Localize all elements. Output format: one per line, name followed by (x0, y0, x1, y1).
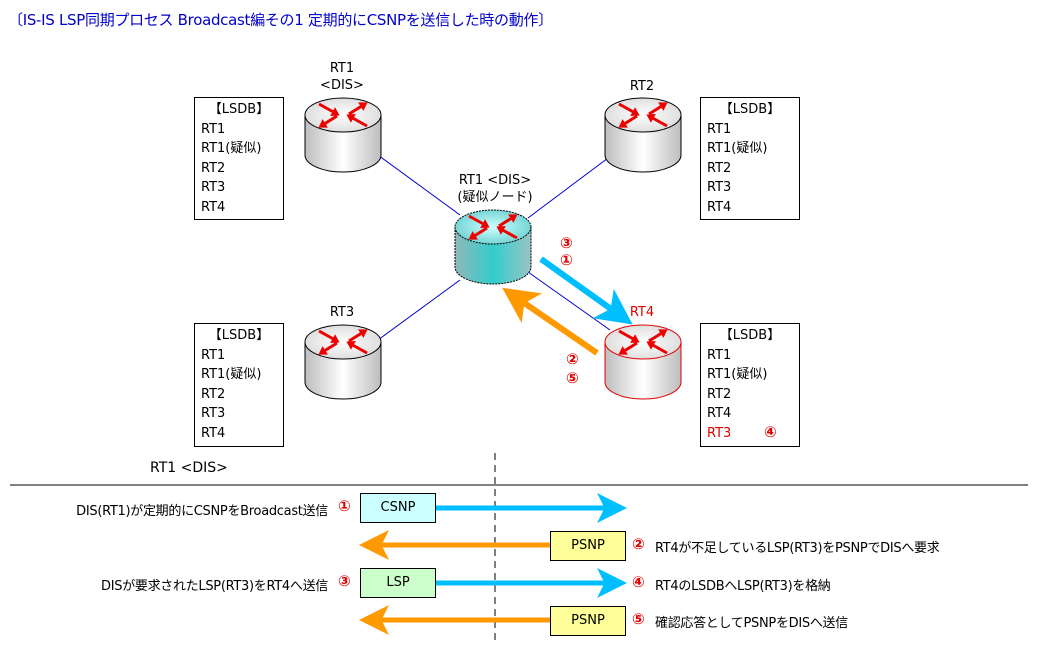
step-1-description: DIS(RT1)が定期的にCSNPをBroadcast送信 (76, 504, 328, 519)
router-top (604, 97, 682, 133)
lsdb-entry: RT1(疑似) (201, 367, 262, 382)
lsdb-entry: RT1 (707, 347, 732, 363)
lsdb-header: 【LSDB】 (719, 102, 781, 117)
psnp-ack-packet: PSNP (550, 606, 626, 636)
step-3-number: ③ (338, 572, 351, 590)
lsdb-new-entry: RT3 (707, 425, 732, 441)
step-4-number: ④ (632, 573, 645, 591)
psnp-request-packet: PSNP (550, 531, 626, 561)
diagram-title: 〔IS-IS LSP同期プロセス Broadcast編その1 定期的にCSNPを… (8, 11, 553, 29)
lsdb-entry: RT3 (707, 180, 732, 195)
step-3-marker: ③ (560, 234, 573, 252)
router-rt1-role: <DIS> (320, 78, 364, 93)
router-rt3-label: RT3 (329, 305, 355, 320)
router-rt1-name: RT1 (329, 61, 355, 76)
link-rt2-pseudo (527, 154, 613, 219)
lsdb-entry: RT4 (707, 406, 732, 421)
link-rt3-pseudo (377, 279, 461, 341)
router-rt4-icon[interactable] (604, 324, 682, 400)
lsdb-entry: RT4 (707, 199, 732, 215)
router-top (304, 97, 382, 133)
router-rt2-icon[interactable] (604, 97, 682, 173)
step-3-description: DISが要求されたLSP(RT3)をRT4へ送信 (101, 579, 328, 594)
lsdb-header: 【LSDB】 (208, 328, 270, 343)
router-rt1-label: RT1 <DIS> (312, 60, 372, 94)
router-arrows-icon (318, 329, 368, 355)
router-rt1-icon[interactable] (304, 97, 382, 173)
step-1-marker: ① (560, 251, 573, 269)
lsdb-rt1: 【LSDB】 RT1 RT1(疑似) RT2 RT3 RT4 (194, 97, 284, 220)
router-rt2-label: RT2 (629, 79, 655, 94)
lsdb-entry: RT4 (201, 425, 226, 441)
lsdb-entry: RT2 (707, 386, 732, 402)
step-5-marker: ⑤ (566, 369, 579, 387)
router-arrows-icon (618, 102, 668, 128)
router-rt4-label: RT4 (629, 305, 655, 320)
step-2-number: ② (632, 535, 645, 553)
router-top (454, 209, 532, 245)
lsdb-entry: RT3 (201, 406, 226, 421)
link-rt1-pseudo (377, 154, 461, 216)
lsdb-entry: RT2 (707, 160, 732, 176)
router-arrows-icon (468, 214, 518, 240)
lsdb-entry: RT1 (707, 121, 732, 137)
step-4-marker: ④ (764, 422, 777, 441)
step-4-description: RT4のLSDBへLSP(RT3)を格納 (655, 579, 831, 594)
step-2-marker: ② (566, 350, 579, 368)
pseudo-node-name: RT1 <DIS> (458, 173, 532, 188)
lsdb-entry: RT1(疑似) (201, 141, 262, 156)
sequence-header: RT1 <DIS> (150, 460, 228, 476)
router-arrows-icon (318, 102, 368, 128)
csnp-packet: CSNP (360, 493, 436, 523)
router-rt3-icon[interactable] (304, 324, 382, 400)
lsdb-rt4: 【LSDB】 RT1 RT1(疑似) RT2 RT4 RT3 ④ (700, 323, 800, 447)
lsdb-entry: RT1 (201, 347, 226, 363)
pseudo-node-label: RT1 <DIS> (疑似ノード) (440, 172, 550, 206)
lsdb-header: 【LSDB】 (208, 102, 270, 117)
csnp-lsp-arrow-to-rt4 (539, 256, 633, 325)
lsdb-entry: RT1(疑似) (707, 367, 768, 382)
lsdb-rt3: 【LSDB】 RT1 RT1(疑似) RT2 RT3 RT4 (194, 323, 284, 447)
lsdb-entry: RT1 (201, 121, 226, 137)
psnp-arrow-to-dis (502, 287, 599, 356)
lsdb-entry: RT2 (201, 160, 226, 176)
lsdb-rt2: 【LSDB】 RT1 RT1(疑似) RT2 RT3 RT4 (700, 97, 800, 220)
pseudo-node-icon[interactable] (454, 209, 532, 285)
lsdb-entry: RT2 (201, 386, 226, 402)
step-5-description: 確認応答としてPSNPをDISへ送信 (655, 616, 848, 631)
step-1-number: ① (338, 497, 351, 515)
lsdb-entry: RT4 (201, 199, 226, 215)
lsdb-header: 【LSDB】 (719, 328, 781, 343)
pseudo-node-role: (疑似ノード) (457, 190, 533, 205)
lsp-packet: LSP (360, 568, 436, 598)
router-top (604, 324, 682, 360)
step-2-description: RT4が不足しているLSP(RT3)をPSNPでDISへ要求 (655, 541, 940, 556)
network-links (377, 154, 613, 341)
router-arrows-icon (618, 329, 668, 355)
lsdb-entry: RT3 (201, 180, 226, 195)
router-top (304, 324, 382, 360)
lsdb-entry: RT1(疑似) (707, 141, 768, 156)
step-5-number: ⑤ (632, 610, 645, 628)
